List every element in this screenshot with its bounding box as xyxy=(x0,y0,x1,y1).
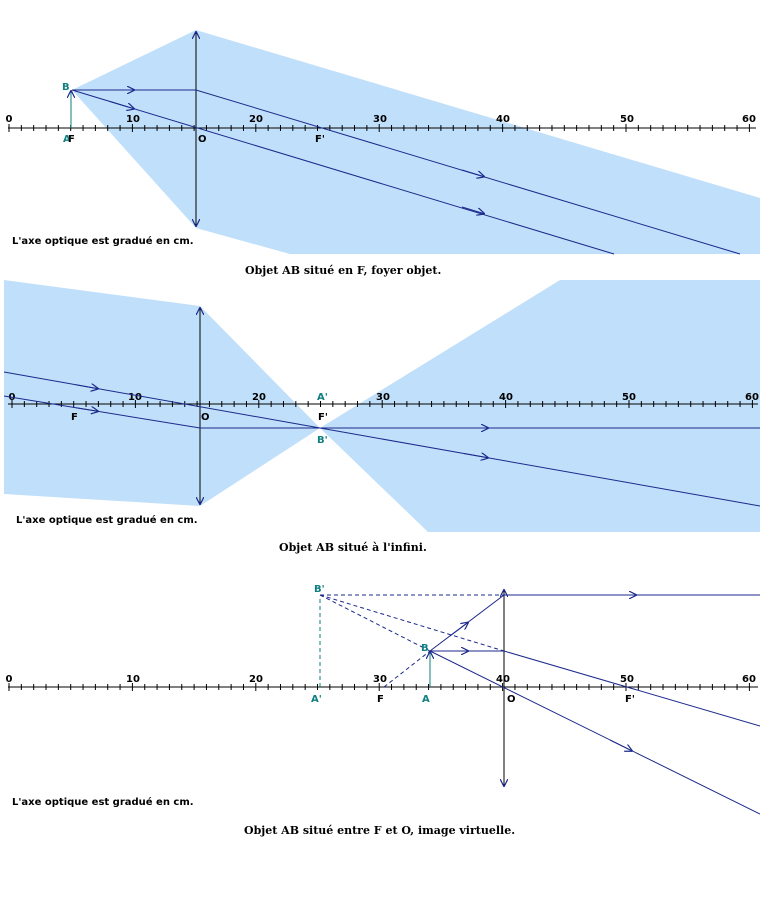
tick-label: 50 xyxy=(622,392,636,403)
virtual-ray xyxy=(383,650,431,688)
ray-arrow xyxy=(449,623,468,637)
axis-note: L'axe optique est gradué en cm. xyxy=(12,796,194,808)
label-F: F xyxy=(71,412,78,423)
figure-caption: Objet AB situé entre F et O, image virtu… xyxy=(244,824,515,837)
panel-1: 0 10 20 30 40 50 60 B A F O F' L' xyxy=(6,30,760,277)
label-O: O xyxy=(507,694,516,705)
point-labels: F O A' F' B' xyxy=(71,392,328,446)
light-beam xyxy=(72,30,760,254)
panel-3: 0 10 20 30 40 50 60 xyxy=(6,584,760,837)
tick-label: 20 xyxy=(249,114,263,125)
axis-note: L'axe optique est gradué en cm. xyxy=(16,514,198,526)
point-labels: B' B A' F A O F' xyxy=(311,584,635,705)
tick-label: 50 xyxy=(620,674,634,685)
tick-label: 0 xyxy=(6,114,13,125)
label-F: F xyxy=(68,134,75,145)
tick-label: 60 xyxy=(742,674,756,685)
virtual-ray xyxy=(319,594,505,652)
axis-ticks xyxy=(11,400,753,408)
light-rays xyxy=(429,594,760,815)
axis-ticks xyxy=(8,124,750,132)
light-rays xyxy=(3,371,760,507)
light-beam xyxy=(320,280,760,532)
tick-label: 30 xyxy=(376,392,390,403)
tick-label: 30 xyxy=(373,674,387,685)
ray-arrow xyxy=(109,101,134,109)
virtual-rays xyxy=(319,594,505,688)
label-F: F xyxy=(377,694,384,705)
tick-label: 0 xyxy=(6,674,13,685)
tick-label: 60 xyxy=(745,392,759,403)
virtual-ray xyxy=(319,594,431,652)
ray-refracted xyxy=(503,650,760,727)
ray-arrow xyxy=(463,454,488,458)
tick-label: 40 xyxy=(496,674,510,685)
label-A: A xyxy=(422,694,430,705)
optical-axis xyxy=(8,683,758,691)
light-beam xyxy=(4,280,320,506)
label-F-prime: F' xyxy=(625,694,635,705)
label-A: A xyxy=(63,134,71,145)
ray-through-focus xyxy=(429,594,760,652)
label-O: O xyxy=(198,134,207,145)
label-B-prime: B' xyxy=(317,435,328,446)
label-O: O xyxy=(201,412,210,423)
ray-through-center xyxy=(429,650,760,815)
ray-arrow xyxy=(461,169,484,177)
ray-arrow xyxy=(461,206,484,214)
tick-label: 20 xyxy=(252,392,266,403)
figure-caption: Objet AB situé en F, foyer objet. xyxy=(245,264,441,277)
axis-note: L'axe optique est gradué en cm. xyxy=(12,235,194,247)
label-A-prime: A' xyxy=(311,694,322,705)
tick-label: 40 xyxy=(499,392,513,403)
ray-emergent xyxy=(319,427,760,507)
label-B-prime: B' xyxy=(314,584,325,595)
axis-ticks xyxy=(8,683,750,691)
panel-2: 0 10 20 30 40 50 60 F O A' F' B' L'axe o… xyxy=(3,280,760,554)
tick-label: 40 xyxy=(496,114,510,125)
axis-tick-labels: 0 10 20 30 40 50 60 xyxy=(6,674,756,685)
tick-label: 30 xyxy=(373,114,387,125)
tick-label: 10 xyxy=(128,392,142,403)
tick-label: 20 xyxy=(249,674,263,685)
ray-arrow xyxy=(609,739,632,751)
figure-caption: Objet AB situé à l'infini. xyxy=(279,541,427,554)
tick-label: 10 xyxy=(126,114,140,125)
optical-axis xyxy=(8,124,756,132)
ray-incident xyxy=(3,395,760,429)
ray-incident xyxy=(3,371,321,429)
tick-label: 60 xyxy=(742,114,756,125)
point-labels: B A F O F' xyxy=(62,82,325,145)
axis-tick-labels: 0 10 20 30 40 50 60 xyxy=(6,114,756,125)
light-rays xyxy=(71,89,741,255)
ray-arrow xyxy=(75,385,98,389)
ray-arrow xyxy=(75,408,98,412)
tick-label: 10 xyxy=(126,674,140,685)
optical-axis xyxy=(8,400,758,408)
label-B: B xyxy=(421,643,429,654)
label-B: B xyxy=(62,82,70,93)
label-F-prime: F' xyxy=(315,134,325,145)
ray-through-center xyxy=(71,89,615,255)
label-F-prime: F' xyxy=(318,412,328,423)
tick-label: 50 xyxy=(620,114,634,125)
label-A-prime: A' xyxy=(317,392,328,403)
